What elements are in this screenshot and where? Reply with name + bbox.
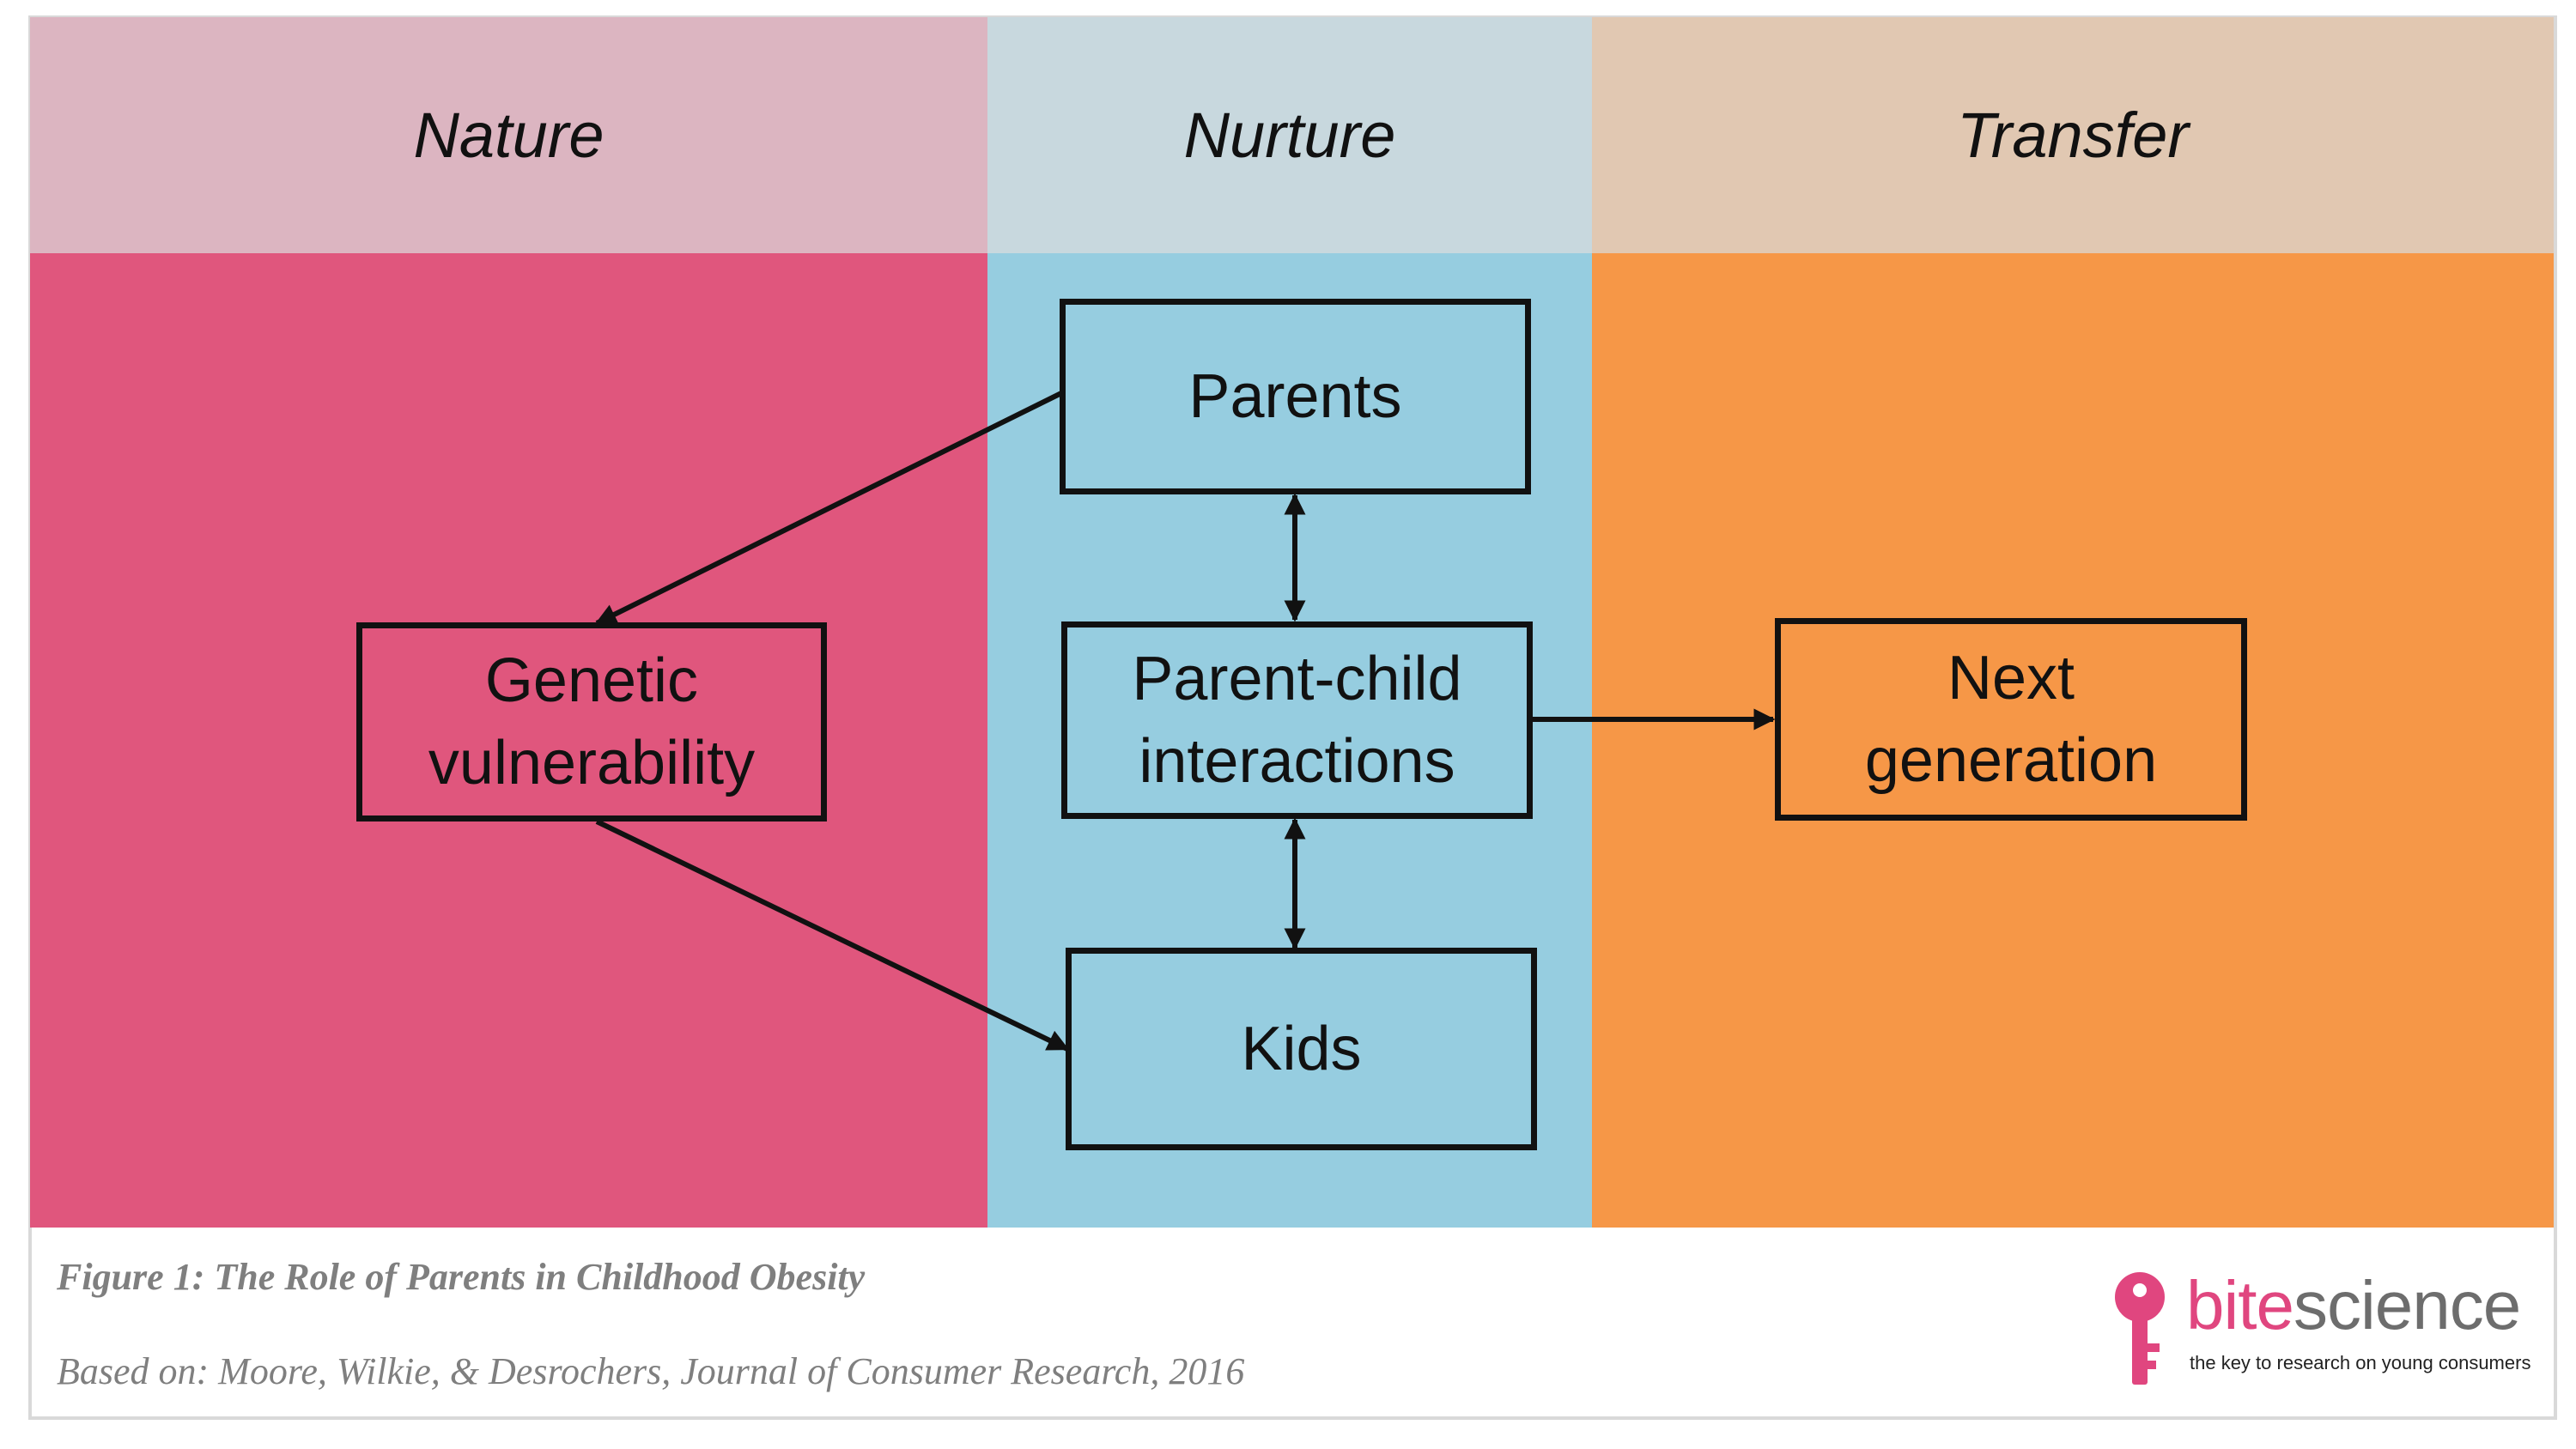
logo-word-science: science bbox=[2293, 1267, 2521, 1343]
node-kids-label: Kids bbox=[1241, 1015, 1362, 1083]
figure-caption-title: Figure 1: The Role of Parents in Childho… bbox=[57, 1256, 866, 1298]
bitescience-logo: bitescience the key to research on young… bbox=[2112, 1266, 2533, 1395]
column-header-nurture: Nurture bbox=[987, 17, 1592, 253]
column-header-transfer: Transfer bbox=[1592, 17, 2554, 253]
key-icon bbox=[2115, 1272, 2165, 1385]
logo-wordmark: bitescience bbox=[2186, 1266, 2521, 1345]
logo-word-bite: bite bbox=[2186, 1267, 2294, 1343]
node-parent-child-label: Parent-child interactions bbox=[1132, 645, 1462, 796]
node-genetic-label: Genetic vulnerability bbox=[428, 646, 756, 797]
node-next-generation-label: Next generation bbox=[1864, 644, 2158, 795]
node-next-generation: Next generation bbox=[1775, 618, 2247, 821]
node-kids: Kids bbox=[1066, 948, 1537, 1150]
logo-tagline: the key to research on young consumers bbox=[2190, 1352, 2531, 1373]
node-parents-label: Parents bbox=[1188, 362, 1402, 431]
node-parents: Parents bbox=[1060, 299, 1531, 494]
column-header-nature: Nature bbox=[30, 17, 987, 253]
node-parent-child-interactions: Parent-child interactions bbox=[1061, 621, 1533, 819]
node-genetic-vulnerability: Genetic vulnerability bbox=[356, 622, 827, 822]
figure-caption-source: Based on: Moore, Wilkie, & Desrochers, J… bbox=[57, 1350, 1245, 1392]
